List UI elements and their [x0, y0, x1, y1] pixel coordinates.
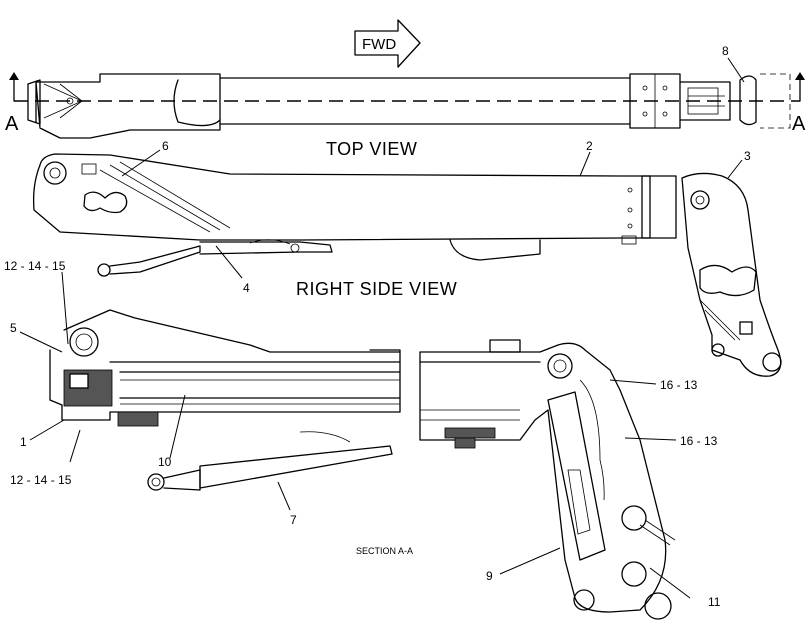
- callout-12-14-15-bottom: 12 - 14 - 15: [10, 473, 72, 487]
- callout-8: 8: [722, 44, 729, 58]
- callout-2: 2: [586, 139, 593, 153]
- fwd-label: FWD: [362, 36, 396, 53]
- callout-1: 1: [20, 435, 27, 449]
- callout-16-13-upper: 16 - 13: [660, 378, 698, 392]
- callout-12-14-15-top: 12 - 14 - 15: [4, 259, 66, 273]
- section-a-a: SECTION A-A: [49, 309, 676, 620]
- section-marker-left: A: [5, 113, 19, 135]
- callout-10: 10: [158, 455, 172, 469]
- right-side-view: RIGHT SIDE VIEW: [32, 153, 782, 377]
- section-title: SECTION A-A: [356, 546, 413, 556]
- fwd-arrow: FWD: [354, 19, 421, 68]
- callout-3: 3: [744, 149, 751, 163]
- section-marker-right: A: [792, 113, 806, 135]
- callout-9: 9: [486, 569, 493, 583]
- callout-4: 4: [243, 281, 250, 295]
- callout-16-13-lower: 16 - 13: [680, 434, 718, 448]
- top-view: A A TOP VIEW: [5, 72, 806, 159]
- callout-leaders: [19, 57, 745, 599]
- right-side-view-title: RIGHT SIDE VIEW: [296, 279, 457, 299]
- callout-5: 5: [10, 321, 17, 335]
- top-view-title: TOP VIEW: [326, 139, 417, 159]
- callout-11: 11: [708, 595, 721, 609]
- callout-6: 6: [162, 139, 169, 153]
- callout-labels: 6 2 3 4 8 12 - 14 - 15 5 1 12 - 14 - 15 …: [4, 44, 751, 609]
- callout-7: 7: [290, 513, 297, 527]
